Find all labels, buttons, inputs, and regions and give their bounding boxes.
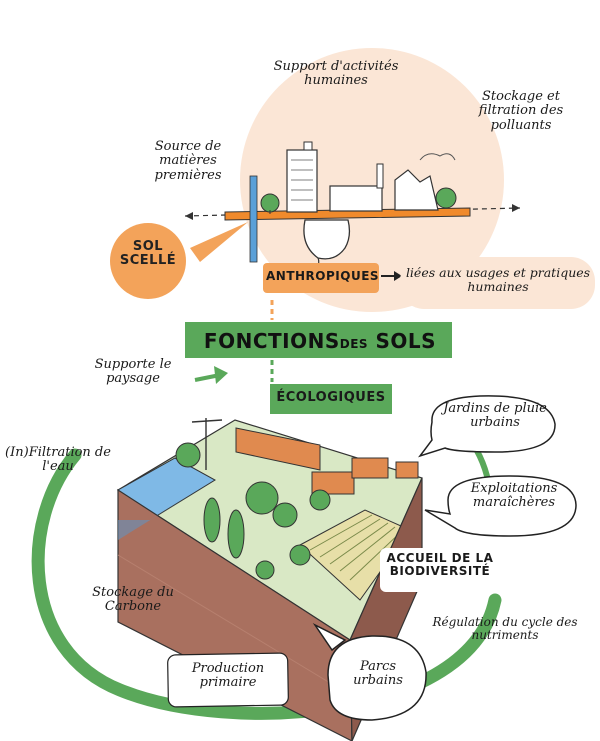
factory-roof (394, 169, 439, 211)
tree-icon (289, 544, 311, 566)
label-support-activites: Support d'activités humaines (273, 59, 399, 89)
title-end: SOLS (375, 329, 437, 353)
label-stockage-carbone: Stockage du Carbone (92, 585, 174, 615)
well-pipe (249, 175, 258, 263)
label-production: Production primaire (191, 661, 265, 691)
title-small: DES (339, 337, 369, 351)
tree-icon (272, 502, 298, 528)
platform-tray (224, 207, 471, 221)
label-accueil: ACCUEIL DE LA BIODIVERSITÉ (386, 551, 494, 579)
title-main: FONCTIONS (203, 329, 340, 353)
house-building (395, 461, 419, 479)
label-supporte-paysage: Supporte le paysage (94, 357, 172, 387)
arrow-right-icon (394, 271, 402, 281)
label-parcs: Parcs urbains (353, 659, 403, 689)
tree-icon (245, 481, 279, 515)
tall-building (286, 149, 318, 213)
arrow-left-icon (185, 212, 193, 220)
label-sol-scelle: SOL SCELLÉ (119, 239, 177, 269)
tree-icon (227, 509, 245, 559)
tree-icon (435, 187, 457, 209)
city-background-circle (240, 48, 504, 312)
label-stockage-polluants: Stockage et filtration des polluants (478, 89, 564, 133)
hand-icon (303, 219, 351, 260)
label-infiltration: (In)Filtration de l'eau (5, 445, 111, 475)
production-box (167, 652, 289, 708)
sol-scelle-bubble (110, 223, 186, 299)
tree-icon (203, 497, 221, 543)
tree-icon (175, 442, 201, 468)
speech-bubble (327, 635, 427, 721)
liees-background (400, 257, 595, 309)
sol-scelle-pointer (190, 222, 248, 262)
cycle-arc (31, 448, 502, 720)
arrow-right-icon (214, 366, 228, 384)
label-exploitations: Exploitations maraîchères (470, 481, 558, 511)
label-anthropiques: ANTHROPIQUES (266, 269, 380, 283)
soil-block-left-face (117, 488, 353, 741)
anthropiques-box (263, 263, 379, 293)
smoke-cloud (419, 153, 456, 161)
tree-icon (255, 560, 275, 580)
house-building (311, 471, 355, 495)
apartment-building (235, 427, 321, 471)
tree-icon (309, 489, 331, 511)
title-banner (185, 322, 452, 358)
tree-icon (260, 193, 280, 213)
speech-bubble (417, 395, 556, 458)
factory-building (329, 185, 383, 212)
label-regulation: Régulation du cycle des nutriments (432, 615, 578, 643)
title: FONCTIONSDES SOLS (192, 330, 448, 352)
label-liees-usages: liées aux usages et pratiques humaines (405, 265, 591, 294)
label-ecologiques: ÉCOLOGIQUES (276, 390, 386, 405)
label-jardins: Jardins de pluie urbains (443, 401, 547, 431)
accueil-box (380, 548, 498, 592)
house-building (351, 457, 389, 479)
speech-bubble (424, 475, 577, 537)
label-source-matieres: Source de matières premières (154, 139, 222, 183)
arrow-right-icon (512, 204, 520, 212)
ecologiques-box (270, 384, 392, 414)
